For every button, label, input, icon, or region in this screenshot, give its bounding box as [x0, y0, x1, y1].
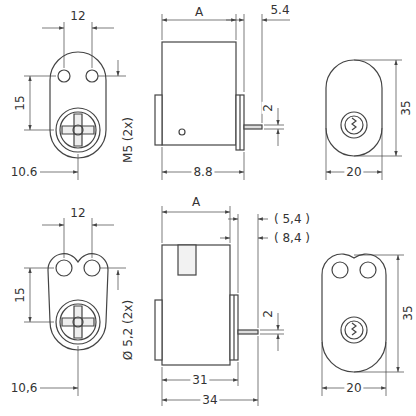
dimension-label: ( 8,4 )	[272, 232, 312, 245]
dimension-label: 35	[402, 303, 415, 322]
dimension-label: A	[190, 196, 202, 209]
front-view-top	[50, 52, 106, 158]
dimension-label: 15	[14, 285, 27, 304]
side-view-bottom	[155, 245, 258, 365]
dimension-label: ( 5,4 )	[272, 213, 312, 226]
dimension-label: 12	[68, 207, 87, 220]
dimension-label: 12	[68, 10, 87, 23]
dimension-label: 35	[400, 98, 413, 117]
dimensions-top-left	[24, 22, 126, 180]
dimension-label: 10,6	[9, 382, 40, 395]
dimension-label: 2	[262, 308, 275, 320]
dimensions-bottom-left	[24, 218, 126, 396]
dimensions-bottom-middle	[162, 206, 284, 406]
dimension-label: Ø 5,2 (2x)	[122, 298, 135, 362]
dimension-label: 15	[14, 93, 27, 112]
dimension-label: 8.8	[191, 166, 214, 179]
dimension-label: 34	[200, 394, 219, 407]
dimension-label: 5.4	[268, 4, 291, 17]
dimension-label: A	[193, 6, 205, 19]
front-view-bottom	[48, 254, 108, 350]
dimensions-top-middle	[162, 14, 290, 180]
dimensions-top-right	[326, 60, 402, 180]
front-view-bottom-right	[322, 254, 386, 372]
dimension-label: 20	[344, 382, 363, 395]
side-view-top	[155, 42, 262, 150]
dimension-label: 10.6	[9, 166, 40, 179]
dimensions-bottom-right	[322, 255, 404, 396]
dimension-label: 2	[262, 102, 275, 114]
dimension-label: 31	[190, 374, 209, 387]
front-view-top-right	[326, 60, 382, 156]
dimension-label: 20	[344, 166, 363, 179]
dimension-label: M5 (2x)	[122, 115, 135, 165]
